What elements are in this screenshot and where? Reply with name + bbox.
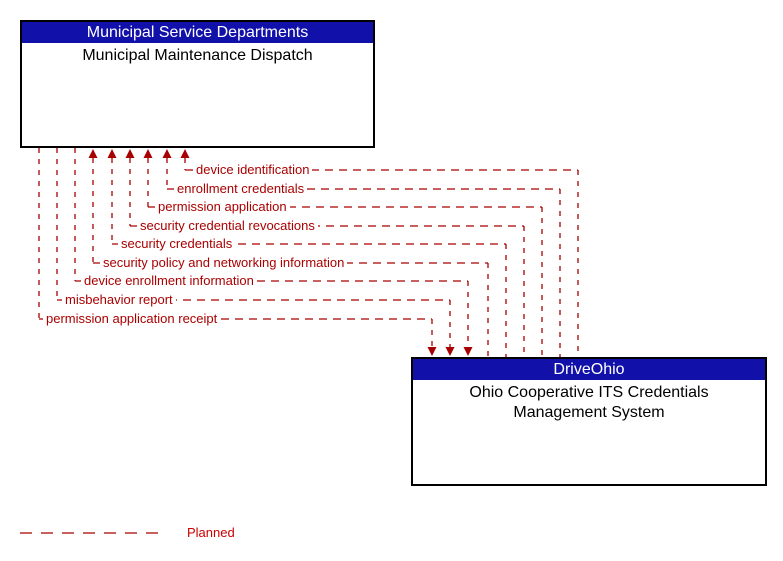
flow-label-security-credential-revocations[interactable]: security credential revocations (137, 217, 318, 234)
flow-arrowhead (463, 347, 473, 356)
flow-arrowhead (445, 347, 455, 356)
flow-label-misbehavior-report[interactable]: misbehavior report (62, 291, 176, 308)
flow-arrowhead (162, 149, 172, 158)
flow-arrowhead (125, 149, 135, 158)
flow-label-permission-application[interactable]: permission application (155, 198, 290, 215)
entity-group-header: Municipal Service Departments (22, 22, 373, 43)
flow-arrowhead (88, 149, 98, 158)
flow-label-enrollment-credentials[interactable]: enrollment credentials (174, 180, 308, 197)
flow-label-security-policy-and-networking-information[interactable]: security policy and networking informati… (100, 254, 348, 271)
entity-name: Ohio Cooperative ITS Credentials Managem… (469, 384, 709, 421)
legend-planned-label: Planned (187, 525, 235, 540)
flow-label-device-enrollment-information[interactable]: device enrollment information (81, 272, 257, 289)
entity-name: Municipal Maintenance Dispatch (82, 47, 313, 64)
flow-arrowhead (143, 149, 153, 158)
flow-arrowhead (427, 347, 437, 356)
flow-label-device-identification[interactable]: device identification (193, 161, 313, 178)
flow-arrowhead (107, 149, 117, 158)
entity-group-header: DriveOhio (413, 359, 765, 380)
flow-arrowhead (180, 149, 190, 158)
flow-label-permission-application-receipt[interactable]: permission application receipt (43, 310, 221, 327)
entity-box-municipal-maintenance-dispatch[interactable]: Municipal Service Departments Municipal … (20, 20, 375, 148)
entity-box-ohio-cooperative-its-credentials-management-system[interactable]: DriveOhio Ohio Cooperative ITS Credentia… (411, 357, 767, 486)
flow-label-security-credentials[interactable]: security credentials (118, 235, 236, 252)
